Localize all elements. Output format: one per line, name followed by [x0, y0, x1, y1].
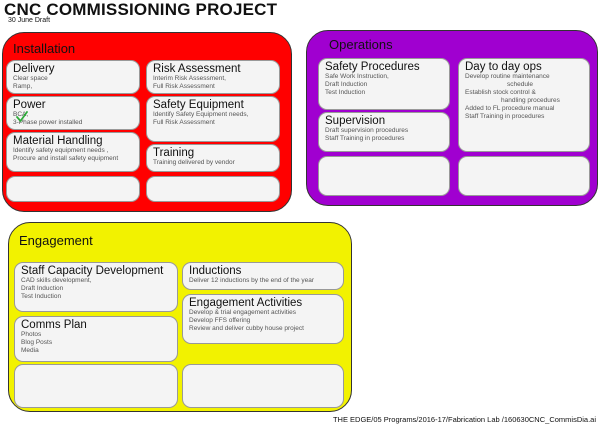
operations-empty-card-1: [318, 156, 450, 196]
comms-plan-card: Comms Plan Photos Blog Posts Media: [14, 316, 178, 362]
card-details: Identify safety equipment needs , Procur…: [13, 147, 133, 163]
card-title: Risk Assessment: [153, 63, 241, 75]
card-title: Staff Capacity Development: [21, 265, 164, 277]
card-line: Full Risk Assessment: [153, 119, 215, 126]
card-line: Identify safety equipment needs ,: [13, 147, 109, 154]
card-line: Media: [21, 347, 39, 354]
card-line: Test Induction: [325, 89, 366, 96]
card-line: Test Induction: [21, 293, 62, 300]
risk-assessment-card: Risk Assessment Interim Risk Assessment,…: [146, 60, 280, 94]
card-line: Blog Posts: [21, 339, 53, 346]
card-line: Review and deliver cubby house project: [189, 325, 304, 332]
card-title: Day to day ops: [465, 61, 542, 73]
card-title: Safety Equipment: [153, 99, 244, 111]
card-line: Draft Induction: [325, 81, 368, 88]
card-line: CAD skills development,: [21, 277, 92, 284]
card-details: Training delivered by vendor: [153, 159, 273, 167]
card-details: Develop & trial engagement activities De…: [189, 309, 337, 333]
staff-capacity-development-card: Staff Capacity Development CAD skills de…: [14, 262, 178, 312]
power-card: Power BCA, 3-Phase power installed: [6, 96, 140, 130]
card-title: Engagement Activities: [189, 297, 303, 309]
engagement-title: Engagement: [19, 233, 93, 248]
card-line: Full Risk Assessment: [153, 83, 215, 90]
card-details: Draft supervision procedures Staff Train…: [325, 127, 443, 143]
card-details: Identify Safety Equipment needs, Full Ri…: [153, 111, 273, 127]
card-line: Develop routine maintenance: [465, 73, 550, 80]
operations-empty-card-2: [458, 156, 590, 196]
delivery-card: Delivery Clear space Ramp,: [6, 60, 140, 94]
card-line: Clear space: [13, 75, 48, 82]
card-details: Clear space Ramp,: [13, 75, 133, 91]
card-title: Safety Procedures: [325, 61, 420, 73]
card-details: Safe Work Instruction, Draft Induction T…: [325, 73, 443, 97]
material-handling-card: Material Handling Identify safety equipm…: [6, 132, 140, 172]
card-line: Identify Safety Equipment needs,: [153, 111, 249, 118]
card-line: 3-Phase power installed: [13, 119, 83, 126]
card-line: Procure and install safety equipment: [13, 155, 119, 162]
card-line: Draft supervision procedures: [325, 127, 409, 134]
card-line: Deliver 12 inductions by the end of the …: [189, 277, 315, 284]
card-line: Develop FFS offering: [189, 317, 251, 324]
safety-equipment-card: Safety Equipment Identify Safety Equipme…: [146, 96, 280, 142]
card-title: Inductions: [189, 265, 242, 277]
engagement-activities-card: Engagement Activities Develop & trial en…: [182, 294, 344, 344]
installation-empty-card-1: [6, 176, 140, 202]
card-line: Photos: [21, 331, 42, 338]
safety-procedures-card: Safety Procedures Safe Work Instruction,…: [318, 58, 450, 110]
card-line: Staff Training in procedures: [465, 113, 545, 120]
engagement-empty-card-1: [14, 364, 178, 408]
card-title: Power: [13, 99, 46, 111]
card-line: BCA,: [13, 111, 29, 118]
card-details: CAD skills development, Draft Induction …: [21, 277, 171, 301]
card-title: Comms Plan: [21, 319, 87, 331]
engagement-empty-card-2: [182, 364, 344, 408]
checkmark-icon: [16, 111, 28, 122]
card-line: Establish stock control &: [465, 89, 536, 96]
card-title: Material Handling: [13, 135, 103, 147]
card-line: Safe Work Instruction,: [325, 73, 389, 80]
training-card: Training Training delivered by vendor: [146, 144, 280, 172]
card-title: Delivery: [13, 63, 55, 75]
card-details: Develop routine maintenance schedule Est…: [465, 73, 583, 121]
installation-empty-card-2: [146, 176, 280, 202]
supervision-card: Supervision Draft supervision procedures…: [318, 112, 450, 152]
card-details: Deliver 12 inductions by the end of the …: [189, 277, 337, 285]
page-subtitle: 30 June Draft: [8, 17, 51, 24]
file-path: THE EDGE/05 Programs/2016-17/Fabrication…: [332, 415, 596, 424]
card-line: Added to FL procedure manual: [465, 105, 555, 112]
card-line: Interim Risk Assessment,: [153, 75, 226, 82]
card-details: BCA, 3-Phase power installed: [13, 111, 133, 127]
card-line: schedule: [507, 81, 534, 88]
card-line: Ramp,: [13, 83, 33, 90]
card-line: handling procedures: [501, 97, 560, 104]
operations-title: Operations: [329, 37, 393, 52]
day-to-day-ops-card: Day to day ops Develop routine maintenan…: [458, 58, 590, 152]
card-line: Staff Training in procedures: [325, 135, 405, 142]
card-line: Develop & trial engagement activities: [189, 309, 296, 316]
card-line: Training delivered by vendor: [153, 159, 235, 166]
page-title: CNC COMMISSIONING PROJECT: [4, 0, 278, 19]
installation-title: Installation: [13, 41, 76, 56]
card-title: Supervision: [325, 115, 386, 127]
card-title: Training: [153, 147, 195, 159]
inductions-card: Inductions Deliver 12 inductions by the …: [182, 262, 344, 290]
card-details: Photos Blog Posts Media: [21, 331, 171, 355]
card-details: Interim Risk Assessment, Full Risk Asses…: [153, 75, 273, 91]
card-line: Draft Induction: [21, 285, 64, 292]
